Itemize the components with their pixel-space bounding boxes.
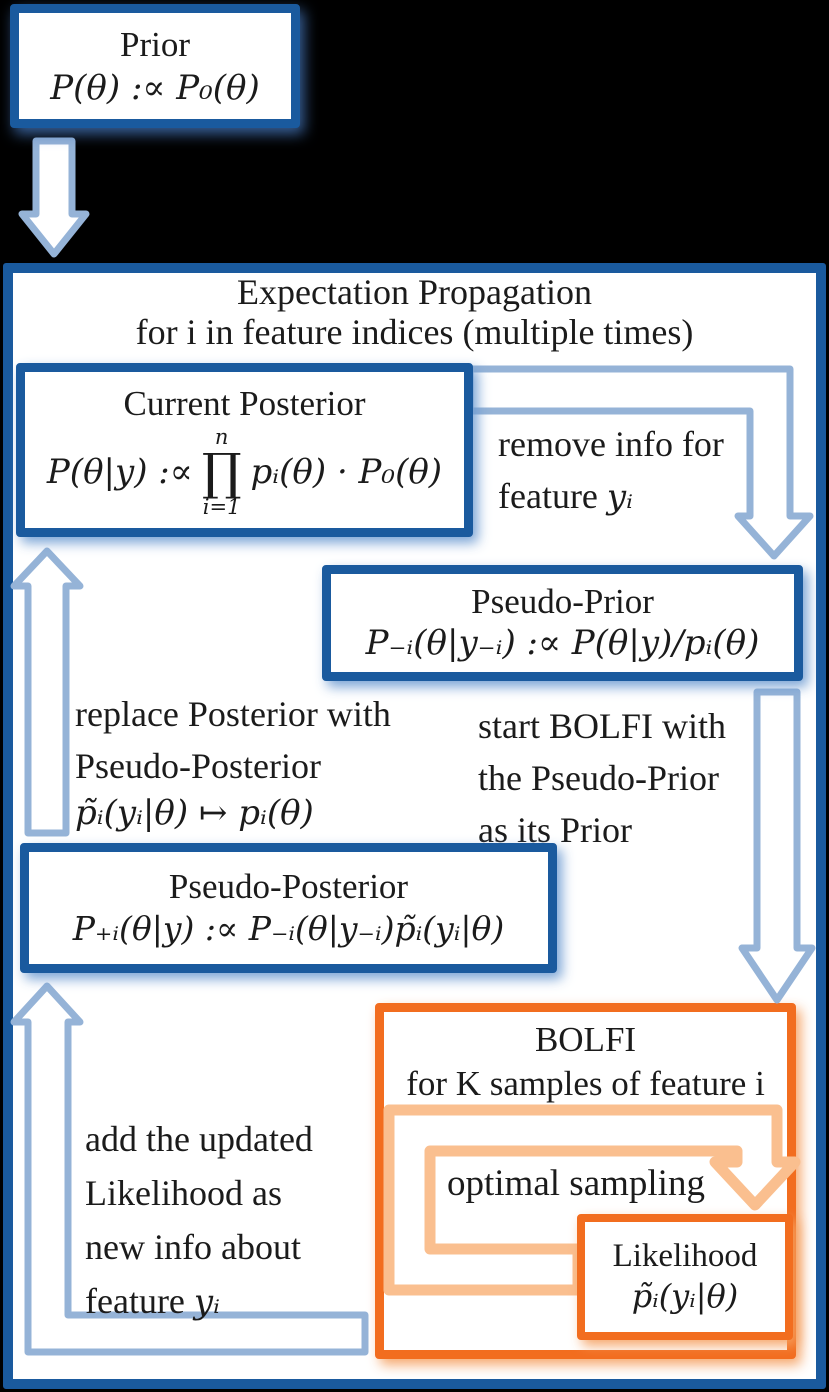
add-updated-line2: Likelihood as [85,1173,282,1213]
likelihood-box: Likelihood p̃ᵢ(yᵢ|θ) [577,1214,793,1340]
feature-yi-math: yᵢ [193,1282,220,1322]
current-posterior-box: Current Posterior P(θ|y) :∝ n ∏ i=1 pᵢ(θ… [16,363,473,537]
feature-yi-math: yᵢ [606,477,633,517]
down-arrow-prior-to-ep-icon [18,137,90,258]
pseudo-prior-box: Pseudo-Prior P₋ᵢ(θ|y₋ᵢ) :∝ P(θ|y)/pᵢ(θ) [322,565,803,681]
prior-title: Prior [120,25,190,64]
replace-line1: replace Posterior with [75,694,391,734]
remove-info-label: remove info for feature yᵢ [498,418,724,522]
current-posterior-formula: P(θ|y) :∝ n ∏ i=1 pᵢ(θ) · P₀(θ) [47,426,442,518]
pseudo-posterior-title: Pseudo-Posterior [168,867,409,906]
likelihood-formula: p̃ᵢ(yᵢ|θ) [631,1277,739,1315]
likelihood-title: Likelihood [612,1238,758,1274]
bolfi-subtitle: for K samples of feature i [406,1064,765,1103]
ep-title-line1: Expectation Propagation [237,272,592,312]
replace-line2: Pseudo-Posterior [75,746,321,786]
product-lower-limit: i=1 [202,495,241,519]
prior-box: Prior P(θ) :∝ P₀(θ) [10,4,300,128]
add-updated-line1: add the updated [85,1119,313,1159]
pseudo-prior-title: Pseudo-Prior [471,582,654,621]
pseudo-posterior-formula: P₊ᵢ(θ|y) :∝ P₋ᵢ(θ|y₋ᵢ)p̃ᵢ(yᵢ|θ) [72,909,505,948]
add-updated-label: add the updated Likelihood as new info a… [85,1112,313,1328]
ep-title-line2: for i in feature indices (multiple times… [135,312,694,352]
start-bolfi-line1: start BOLFI with [478,706,726,746]
add-updated-line3: new info about [85,1227,301,1267]
pseudo-prior-formula: P₋ᵢ(θ|y₋ᵢ) :∝ P(θ|y)/pᵢ(θ) [365,623,760,663]
replace-posterior-label: replace Posterior with Pseudo-Posterior … [75,688,391,834]
product-upper-limit: n [214,425,229,449]
bolfi-title: BOLFI [534,1020,637,1059]
prior-formula: P(θ) :∝ P₀(θ) [50,68,260,108]
current-posterior-title: Current Posterior [123,384,366,423]
start-bolfi-label: start BOLFI with the Pseudo-Prior as its… [478,700,726,856]
product-operator: n ∏ i=1 [202,426,242,518]
formula-suffix: pᵢ(θ) · P₀(θ) [250,452,443,492]
product-symbol: ∏ [201,443,242,501]
remove-info-line2: feature yᵢ [498,476,633,517]
add-updated-line4: feature yᵢ [85,1281,220,1322]
remove-info-line1: remove info for [498,424,724,464]
optimal-sampling-label: optimal sampling [447,1163,705,1204]
ep-title: Expectation Propagation for i in feature… [3,272,826,352]
pseudo-posterior-box: Pseudo-Posterior P₊ᵢ(θ|y) :∝ P₋ᵢ(θ|y₋ᵢ)p… [20,843,557,973]
start-bolfi-line2: the Pseudo-Prior [478,758,719,798]
formula-prefix: P(θ|y) :∝ [46,452,193,492]
replace-formula: p̃ᵢ(yᵢ|θ) ↦ pᵢ(θ) [75,793,314,833]
